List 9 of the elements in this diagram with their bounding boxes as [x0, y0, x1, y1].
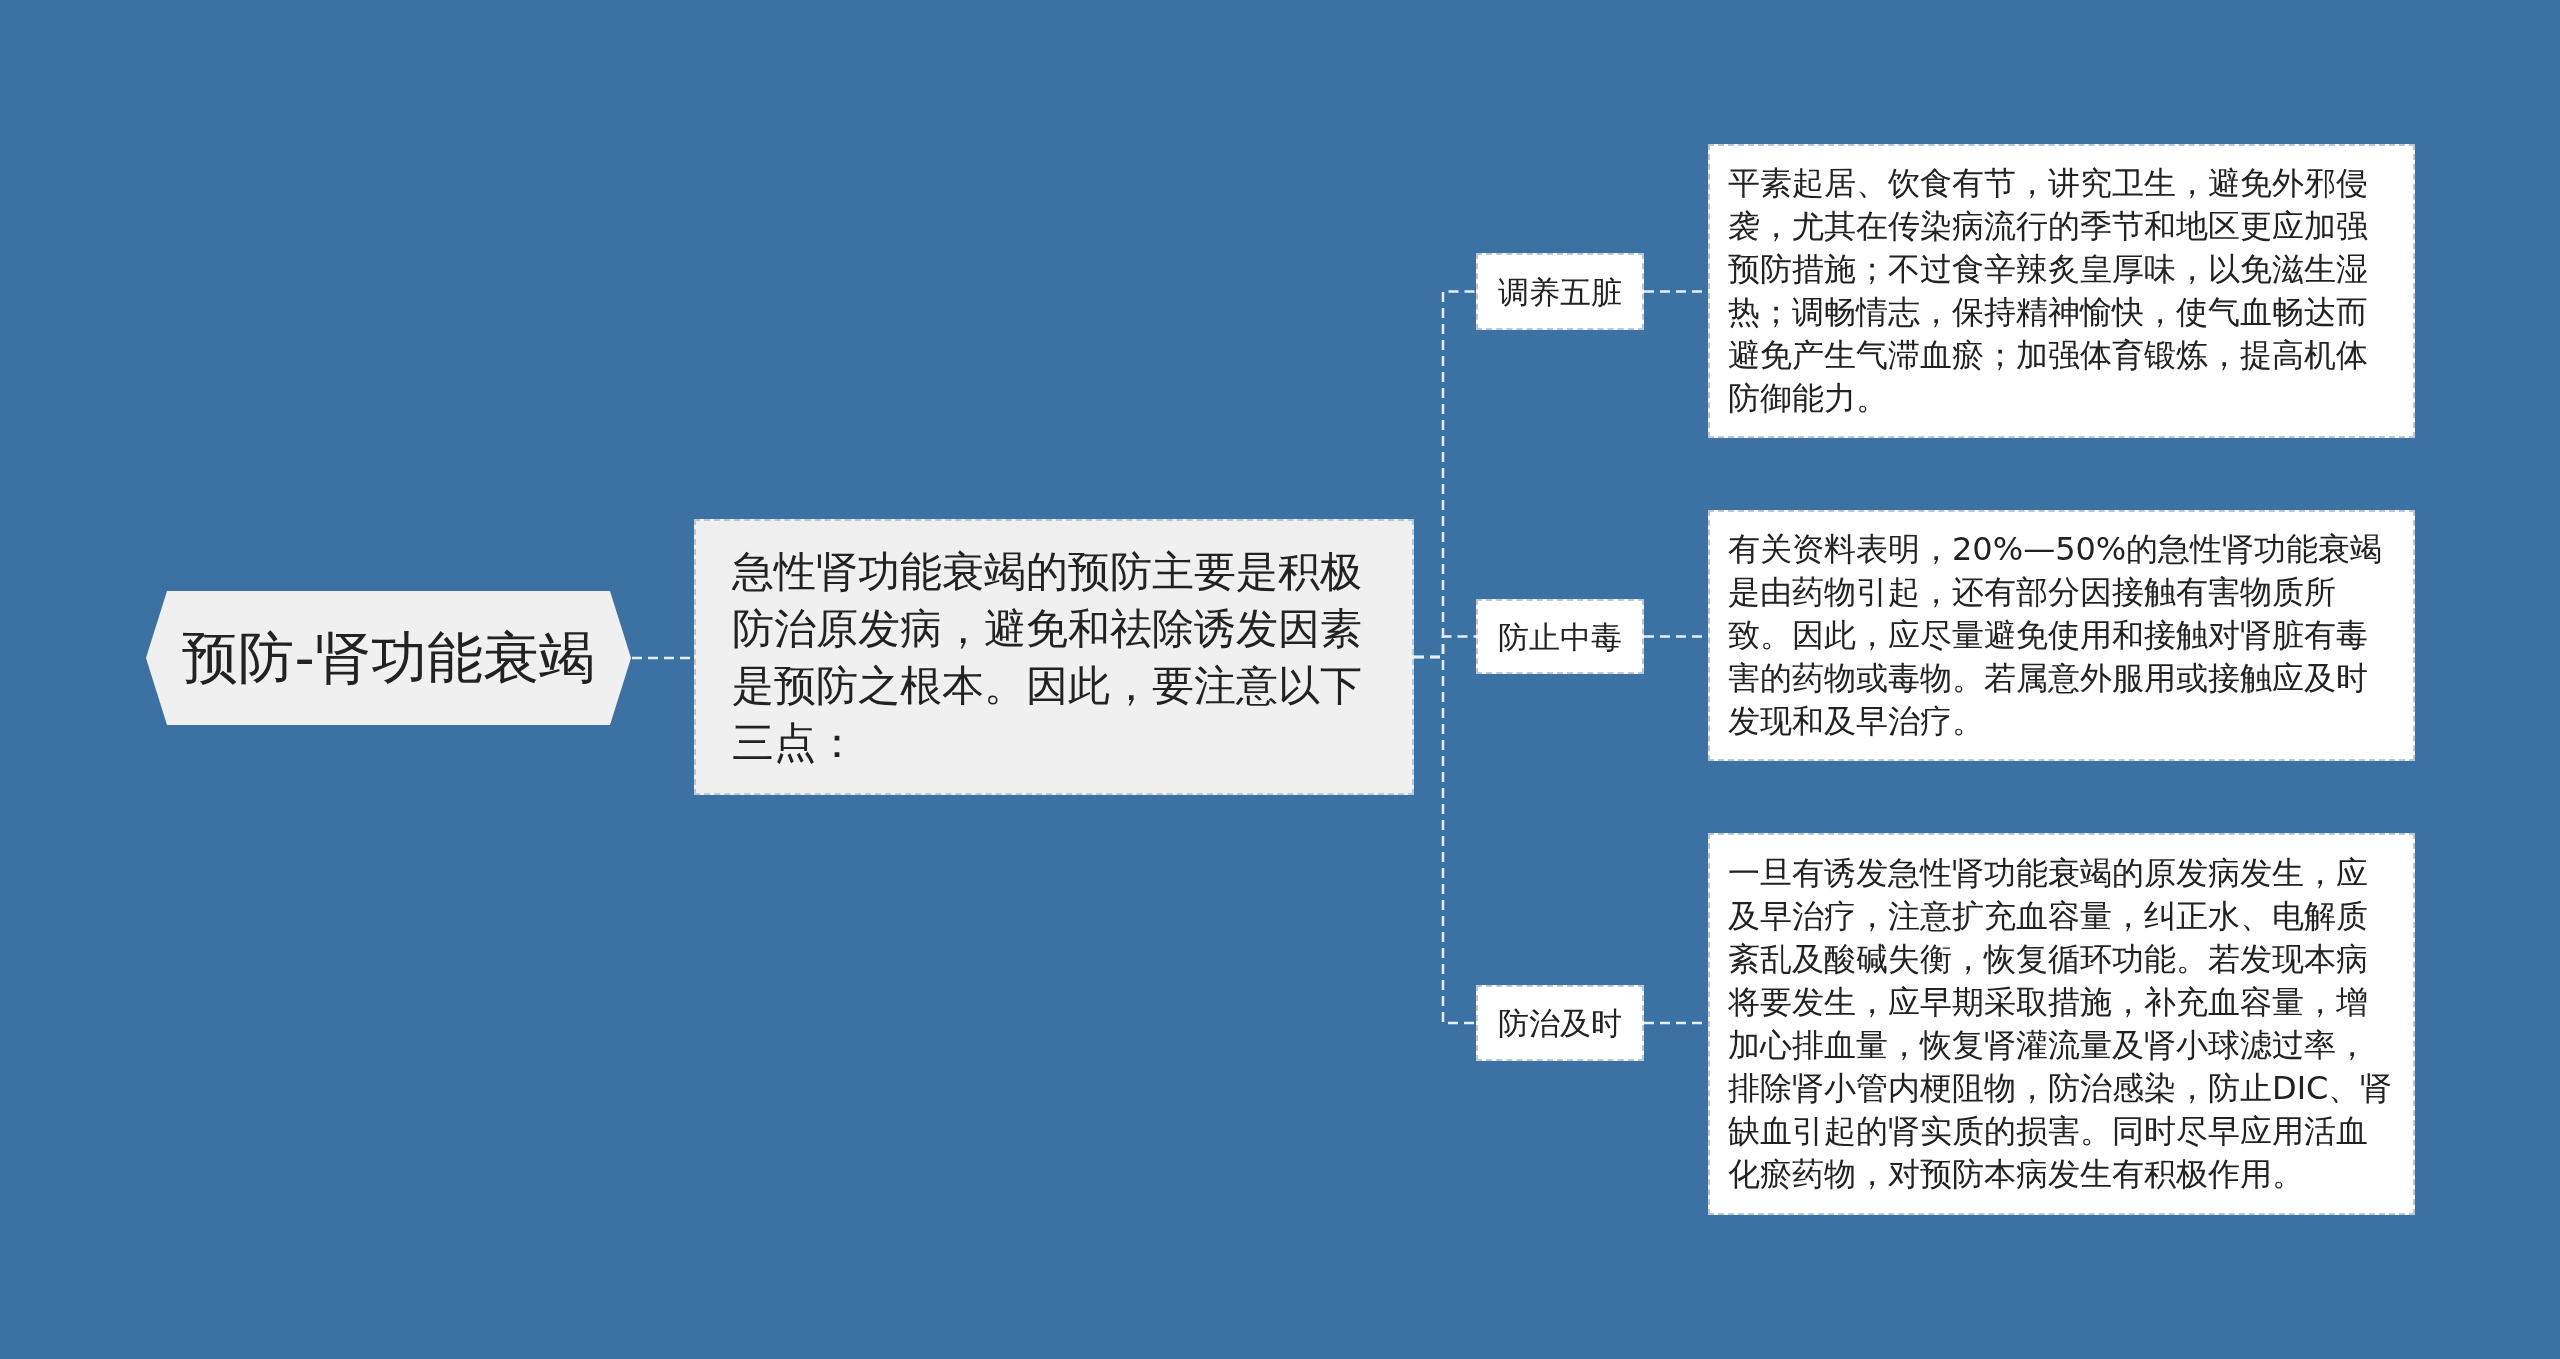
detail-box: 一旦有诱发急性肾功能衰竭的原发病发生，应及早治疗，注意扩充血容量，纠正水、电解质紊乱及酸碱失衡，恢复循环功能。若发现本病将要发生，应早期采取措施，补充血容量，增加心排血量，恢复肾灌流量及肾小球滤过率，排除肾小管内梗阻物，防治感染，防止DIC、肾缺血引起的肾实质的损害。同时尽早应用活血化瘀药物，对预防本病发生有积极作用。 — [1708, 833, 2415, 1215]
connector-line — [1414, 655, 1476, 1025]
detail-box: 有关资料表明，20%—50%的急性肾功能衰竭是由药物引起，还有部分因接触有害物质所致。因此，应尽量避免使用和接触对肾脏有毒害的药物或毒物。若属意外服用或接触应及时发现和及早治疗。 — [1708, 510, 2415, 761]
branch-box: 防止中毒 — [1476, 599, 1644, 674]
branch-box: 防治及时 — [1476, 985, 1644, 1061]
summary-box: 急性肾功能衰竭的预防主要是积极防治原发病，避免和祛除诱发因素是预防之根本。因此，要注意以下三点： — [694, 519, 1414, 795]
branch-box: 调养五脏 — [1476, 253, 1644, 330]
topic-hexagon: 预防-肾功能衰竭 — [145, 590, 632, 726]
detail-box: 平素起居、饮食有节，讲究卫生，避免外邪侵袭，尤其在传染病流行的季节和地区更应加强预防措施；不过食辛辣炙皇厚味，以免滋生湿热；调畅情志，保持精神愉快，使气血畅达而避免产生气滞血瘀；加强体育锻炼，提高机体防御能力。 — [1708, 144, 2415, 438]
